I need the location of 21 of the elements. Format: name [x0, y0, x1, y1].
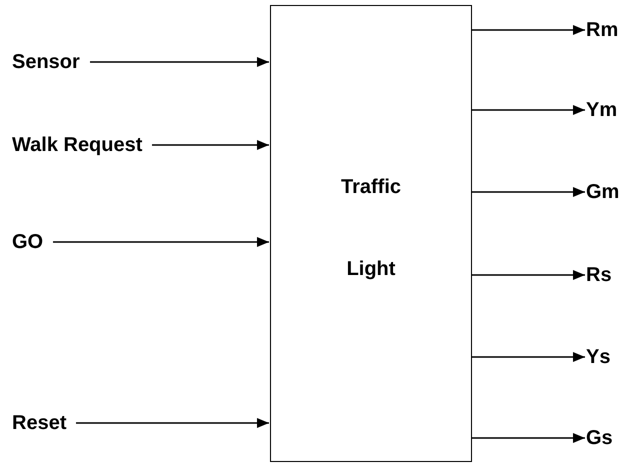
signal-label: Ym	[586, 96, 634, 124]
signal-label: Rm	[586, 16, 634, 44]
arrow	[472, 433, 585, 443]
arrow	[152, 140, 269, 150]
arrow	[472, 105, 585, 115]
arrow	[76, 418, 269, 428]
signal-label: Rs	[586, 261, 634, 289]
signal-label: GO	[12, 228, 44, 256]
signal-label: Gm	[586, 178, 634, 206]
arrow	[472, 25, 585, 35]
signal-label: Walk Request	[12, 131, 142, 159]
arrow	[53, 237, 269, 247]
signal-label: Reset	[12, 409, 66, 437]
signal-label: Gs	[586, 424, 634, 452]
arrow	[472, 270, 585, 280]
arrow	[472, 187, 585, 197]
block-box: Traffic Light	[270, 5, 472, 462]
signal-label: Sensor	[12, 48, 80, 76]
signal-label: Ys	[586, 343, 634, 371]
arrow	[472, 352, 585, 362]
arrow	[90, 57, 269, 67]
